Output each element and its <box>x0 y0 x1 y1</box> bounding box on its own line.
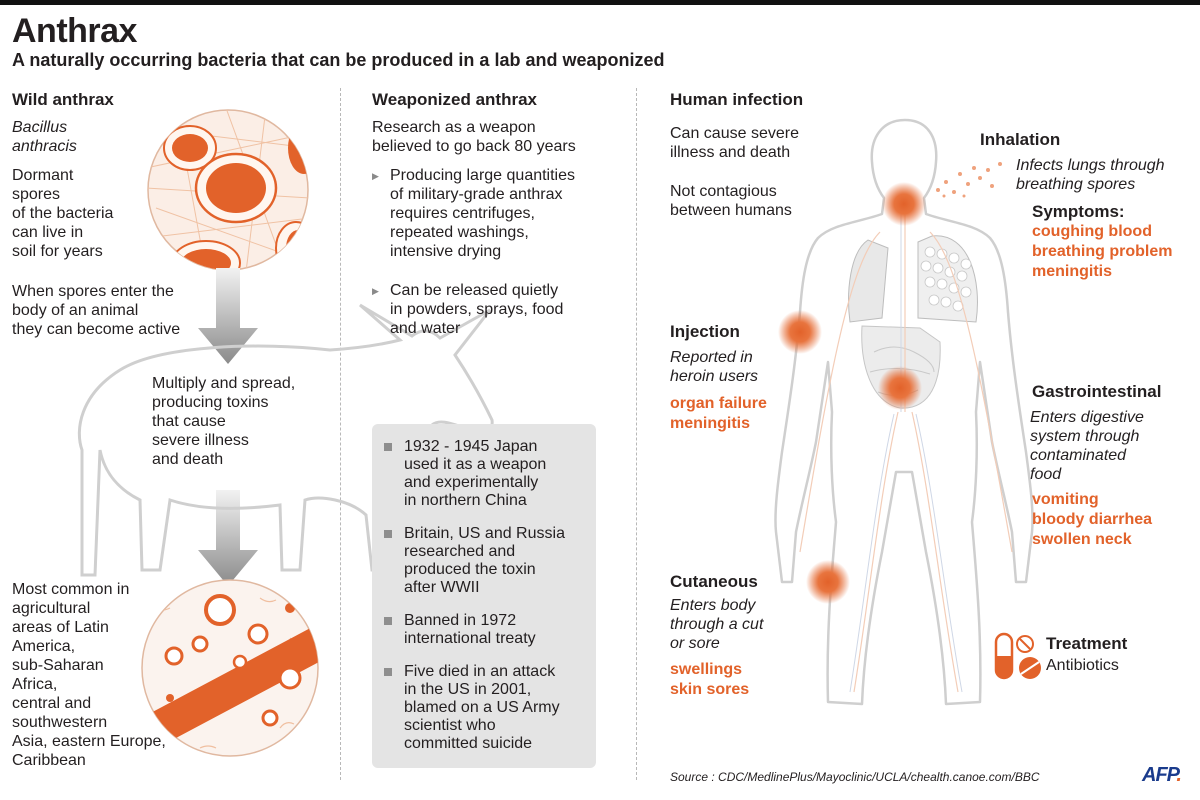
human-body-icon <box>774 118 1034 706</box>
treatment-value: Antibiotics <box>1046 657 1119 674</box>
column-divider <box>340 88 341 780</box>
inhalation-title: Inhalation <box>980 130 1061 149</box>
source-note: Source : CDC/MedlinePlus/Mayoclinic/UCLA… <box>670 770 1040 784</box>
cutaneous-title: Cutaneous <box>670 572 758 591</box>
page-title: Anthrax <box>12 12 137 50</box>
wild-heading: Wild anthrax <box>12 90 114 109</box>
weaponized-heading: Weaponized anthrax <box>372 90 537 109</box>
pill-capsule-icon <box>994 632 1041 680</box>
gastro-title: Gastrointestinal <box>1032 382 1162 401</box>
no-sign-icon <box>1016 635 1034 653</box>
symptoms-label: Symptoms: <box>1032 202 1125 221</box>
bacteria-closeup-icon <box>141 579 319 757</box>
history-box <box>372 424 596 768</box>
column-divider <box>636 88 637 780</box>
bacteria-closeup-icon <box>147 109 309 271</box>
spores-icon <box>936 162 1002 198</box>
afp-logo: AFP. <box>1142 764 1182 786</box>
top-rule <box>0 0 1200 5</box>
down-arrow-icon <box>198 268 258 364</box>
down-arrow-icon <box>198 490 258 586</box>
human-heading: Human infection <box>670 90 804 109</box>
injection-title: Injection <box>670 322 740 341</box>
treatment-title: Treatment <box>1046 634 1128 653</box>
page-subtitle: A naturally occurring bacteria that can … <box>12 50 665 70</box>
